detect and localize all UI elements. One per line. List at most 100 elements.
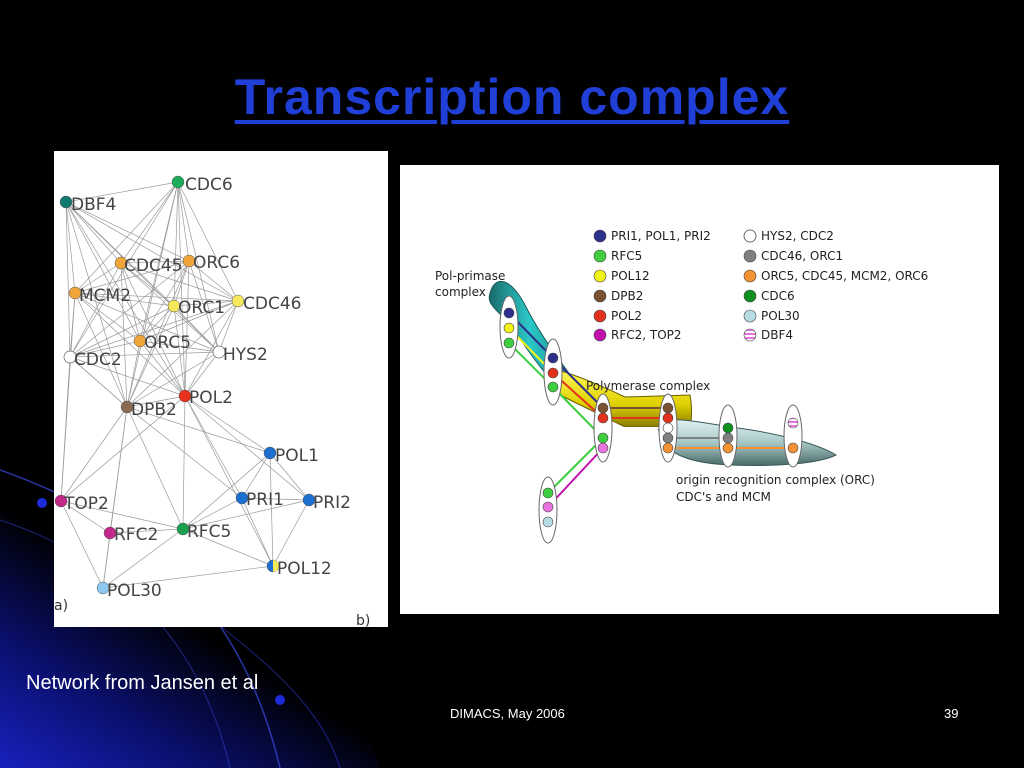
- network-edge: [126, 406, 184, 530]
- node-cdc2: CDC2: [63, 350, 122, 370]
- network-edge: [69, 340, 141, 358]
- network-edge: [139, 340, 186, 397]
- network-edge: [182, 528, 274, 567]
- network-edge: [184, 395, 274, 567]
- svg-text:PRI2: PRI2: [313, 493, 351, 513]
- network-edge: [126, 395, 186, 408]
- network-edge: [177, 181, 186, 397]
- network-edge: [177, 181, 220, 353]
- node-pol12: POL12: [266, 559, 332, 579]
- node-orc5: ORC5: [133, 333, 191, 353]
- svg-text:MCM2: MCM2: [79, 286, 131, 306]
- network-edge: [218, 300, 239, 353]
- network-edge: [65, 201, 220, 353]
- complex-dots: [503, 307, 799, 528]
- network-edge: [139, 260, 190, 342]
- network-edge: [241, 497, 274, 567]
- node-hys2: HYS2: [212, 345, 268, 365]
- network-edges: [60, 181, 310, 589]
- network-edge: [188, 260, 220, 353]
- svg-text:POL30: POL30: [107, 581, 162, 601]
- network-edge: [269, 452, 274, 567]
- network-edge: [60, 500, 184, 530]
- network-edge: [184, 395, 271, 454]
- network-edge: [126, 406, 271, 454]
- network-edge: [74, 181, 179, 294]
- legend-item: POL12: [593, 269, 650, 283]
- svg-text:POL1: POL1: [275, 446, 319, 466]
- network-edge: [65, 201, 76, 294]
- legend-item: POL2: [593, 309, 642, 323]
- svg-text:DPB2: DPB2: [131, 400, 177, 420]
- legend-item: RFC5: [593, 249, 642, 263]
- network-edge: [74, 260, 190, 294]
- network-edge: [126, 181, 179, 408]
- network-edge: [177, 181, 190, 262]
- svg-text:POL2: POL2: [189, 388, 233, 408]
- svg-text:POL12: POL12: [611, 269, 650, 283]
- svg-text:POL30: POL30: [761, 309, 800, 323]
- legend-item: CDC46, ORC1: [743, 249, 843, 263]
- node-cdc46: CDC46: [231, 294, 301, 314]
- svg-text:RFC5: RFC5: [187, 522, 231, 542]
- slide-caption: Network from Jansen et al: [26, 672, 259, 694]
- network-edge: [173, 300, 239, 307]
- svg-text:ORC1: ORC1: [178, 298, 225, 318]
- network-edge: [60, 500, 111, 534]
- network-edge: [74, 292, 186, 397]
- node-rfc5: RFC5: [176, 522, 231, 542]
- network-edge: [139, 340, 220, 353]
- svg-text:origin recognition complex (OR: origin recognition complex (ORC): [676, 473, 875, 487]
- legend-item: RFC2, TOP2: [593, 328, 682, 342]
- network-edge: [184, 260, 190, 397]
- network-edge: [272, 499, 310, 567]
- network-edge: [69, 300, 239, 358]
- network-edge: [65, 201, 141, 342]
- network-edge: [126, 305, 175, 408]
- legend-item: HYS2, CDC2: [743, 229, 834, 243]
- network-edge: [65, 201, 186, 397]
- svg-text:ORC5: ORC5: [144, 333, 191, 353]
- network-edge: [182, 497, 243, 530]
- svg-text:CDC6: CDC6: [761, 289, 795, 303]
- network-edge: [188, 260, 239, 302]
- svg-text:PRI1, POL1, PRI2: PRI1, POL1, PRI2: [611, 229, 711, 243]
- network-edge: [74, 292, 239, 302]
- svg-text:RFC5: RFC5: [611, 249, 642, 263]
- network-edge: [184, 300, 239, 397]
- network-edge: [126, 340, 141, 408]
- network-edge: [173, 305, 186, 397]
- svg-text:DBF4: DBF4: [71, 195, 116, 215]
- node-dbf4: DBF4: [59, 195, 116, 215]
- network-edge: [65, 201, 71, 358]
- node-top2: TOP2: [54, 494, 109, 514]
- svg-text:CDC46, ORC1: CDC46, ORC1: [761, 249, 843, 263]
- svg-text:RFC2, TOP2: RFC2, TOP2: [611, 328, 682, 342]
- node-mcm2: MCM2: [68, 286, 131, 306]
- network-edge: [74, 292, 141, 342]
- network-edge: [182, 395, 186, 530]
- svg-text:CDC's and MCM: CDC's and MCM: [676, 490, 771, 504]
- network-edge: [65, 201, 190, 262]
- slide-page-number: 39: [944, 706, 959, 721]
- network-edge: [120, 262, 175, 307]
- svg-text:complex: complex: [435, 285, 486, 299]
- network-edge: [182, 452, 271, 530]
- node-pol2: POL2: [178, 388, 233, 408]
- node-pri1: PRI1: [235, 490, 284, 510]
- network-edge: [241, 497, 310, 501]
- network-edge: [184, 351, 220, 397]
- network-edge: [269, 452, 310, 501]
- network-edge: [69, 351, 220, 358]
- network-edge: [60, 395, 186, 502]
- svg-text:HYS2: HYS2: [223, 345, 268, 365]
- network-edge: [120, 262, 141, 342]
- network-nodes: CDC6 DBF4 CDC45 ORC6 MCM2 ORC1 CDC46 ORC…: [54, 175, 351, 601]
- node-cdc45: CDC45: [114, 256, 182, 276]
- network-edge: [120, 262, 128, 408]
- network-edge: [184, 395, 243, 499]
- complex-labels: Pol-primase complex Polymerase complex o…: [435, 269, 875, 504]
- legend-item: DBF4: [743, 328, 793, 342]
- svg-text:Pol-primase: Pol-primase: [435, 269, 505, 283]
- svg-text:ORC5, CDC45, MCM2, ORC6: ORC5, CDC45, MCM2, ORC6: [761, 269, 928, 283]
